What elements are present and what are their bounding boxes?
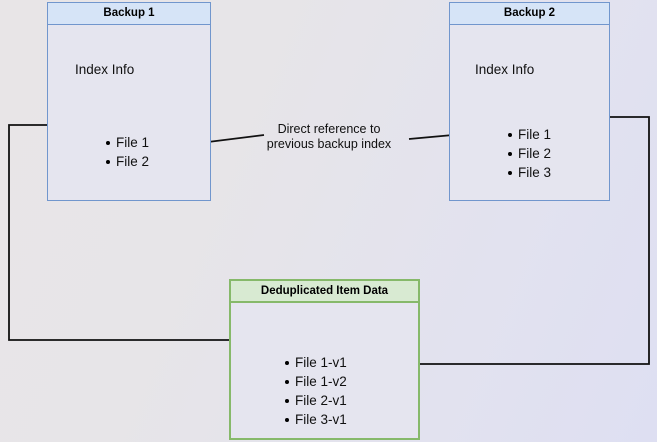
dedup-item-list: File 1-v1 File 1-v2 File 2-v1 File 3-v1 <box>281 353 347 429</box>
node-backup-1-body: Index Info File 1 File 2 <box>48 25 210 200</box>
node-backup-2-title: Backup 2 <box>450 3 609 25</box>
list-item: File 1 <box>105 135 150 150</box>
list-item: File 1-v2 <box>285 374 347 389</box>
node-backup-1-title: Backup 1 <box>48 3 210 25</box>
list-item: File 3 <box>507 165 552 180</box>
list-item: File 1-v1 <box>285 355 347 370</box>
node-dedup-title: Deduplicated Item Data <box>231 281 418 303</box>
backup-2-file-list: File 1 File 2 File 3 <box>504 125 551 182</box>
node-backup-1[interactable]: Backup 1 Index Info File 1 File 2 <box>47 2 211 201</box>
list-item: File 1 <box>507 127 552 142</box>
node-dedup-body: File 1-v1 File 1-v2 File 2-v1 File 3-v1 <box>231 303 418 438</box>
node-backup-2[interactable]: Backup 2 Index Info File 1 File 2 File 3 <box>449 2 610 201</box>
node-backup-2-body: Index Info File 1 File 2 File 3 <box>450 25 609 200</box>
list-item: File 2 <box>507 146 552 161</box>
backup-1-file-list: File 1 File 2 <box>102 133 149 171</box>
list-item: File 3-v1 <box>285 412 347 427</box>
list-item: File 2-v1 <box>285 393 347 408</box>
backup-2-index-info-label: Index Info <box>475 62 535 77</box>
backup-1-index-info-label: Index Info <box>75 62 135 77</box>
annotation-direct-reference: Direct reference to previous backup inde… <box>266 122 392 151</box>
node-deduplicated-item-data[interactable]: Deduplicated Item Data File 1-v1 File 1-… <box>229 279 420 440</box>
list-item: File 2 <box>105 154 150 169</box>
